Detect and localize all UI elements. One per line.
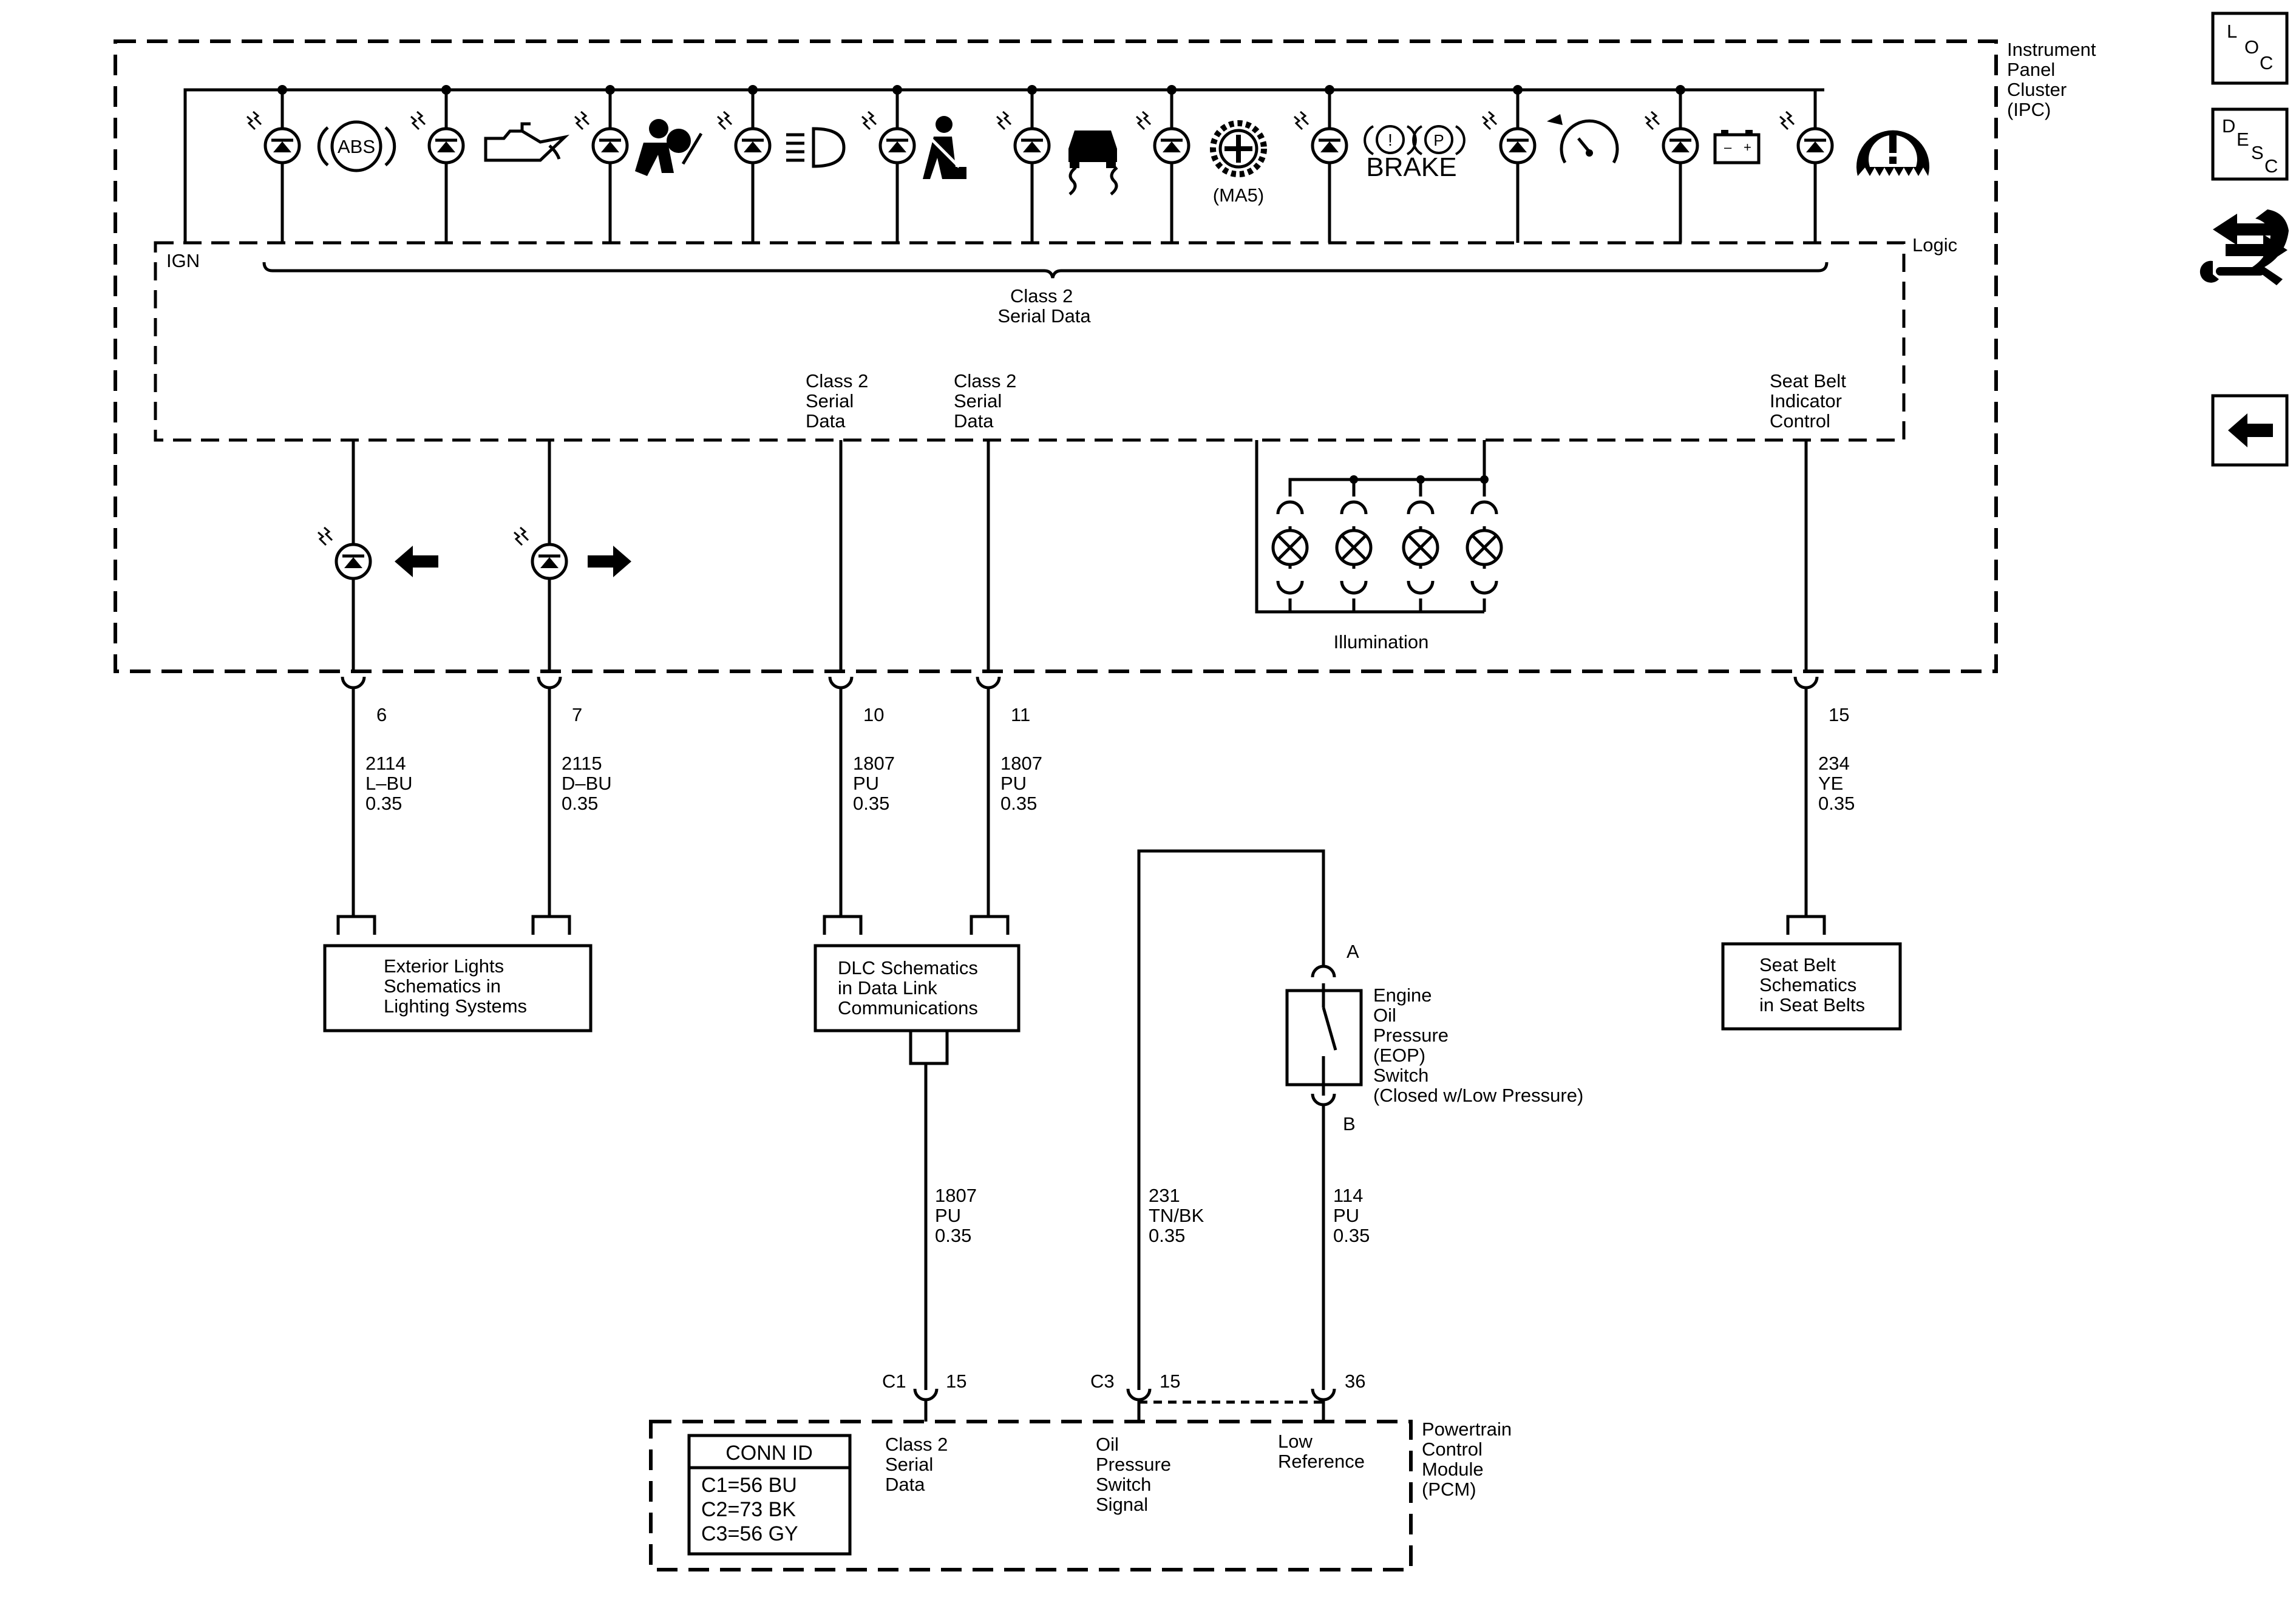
ign-label: IGN bbox=[166, 250, 200, 271]
pin-10: 10 bbox=[863, 704, 884, 725]
svg-text:L: L bbox=[2227, 21, 2237, 42]
svg-text:(MA5): (MA5) bbox=[1213, 185, 1264, 206]
svg-text:C: C bbox=[2260, 52, 2273, 73]
airbag-icon bbox=[635, 119, 703, 176]
tire-pressure-icon bbox=[1856, 130, 1930, 176]
left-turn-indicator bbox=[318, 527, 370, 578]
svg-text:E: E bbox=[2237, 129, 2249, 150]
loc-button[interactable]: L O C bbox=[2211, 12, 2289, 85]
illumination-bulbs: Illumination bbox=[1255, 440, 1501, 653]
abs-icon: ABS bbox=[317, 120, 396, 172]
eop-switch: A B Engine Oil Pressure (EOP) Switch (Cl… bbox=[1137, 849, 1583, 1390]
pin-15: 15 bbox=[1829, 704, 1849, 725]
ipc-serial-data-label-10: Class 2 Serial Data bbox=[806, 370, 874, 432]
brake-warning-icon: ! P BRAKE bbox=[1364, 125, 1466, 182]
pcm-pin-c3-15: 15 bbox=[1160, 1371, 1180, 1392]
desc-button[interactable]: D E S C bbox=[2211, 107, 2289, 181]
pcm-module: C1 15 C3 15 36 Powertrain Control Module… bbox=[649, 1371, 1517, 1571]
eop-switch-label: Engine Oil Pressure (EOP) Switch (Closed… bbox=[1373, 985, 1583, 1106]
svg-text:D: D bbox=[2222, 115, 2235, 137]
ipc-title: Instrument Panel Cluster (IPC) bbox=[2007, 39, 2101, 120]
indicator-row bbox=[247, 85, 1832, 243]
oil-can-icon bbox=[484, 122, 569, 162]
eop-pin-a: A bbox=[1347, 941, 1359, 962]
svg-text:P: P bbox=[1433, 131, 1444, 149]
pcm-conn-c3: C3 bbox=[1090, 1371, 1115, 1392]
illumination-label: Illumination bbox=[1334, 631, 1429, 653]
svg-text:ABS: ABS bbox=[338, 136, 375, 157]
logic-label: Logic bbox=[1912, 234, 1957, 256]
back-arrow-icon bbox=[2228, 413, 2273, 447]
svg-text:+: + bbox=[1744, 140, 1751, 155]
headlamp-icon bbox=[786, 127, 846, 168]
pcm-pin-c1-15: 15 bbox=[946, 1371, 966, 1392]
svg-text:!: ! bbox=[1388, 131, 1393, 149]
traction-control-icon bbox=[1068, 131, 1118, 195]
svg-text:BRAKE: BRAKE bbox=[1366, 152, 1456, 182]
svg-text:C: C bbox=[2264, 155, 2278, 177]
right-turn-indicator bbox=[514, 527, 566, 578]
svg-text:CONN ID: CONN ID bbox=[725, 1442, 813, 1465]
back-button[interactable] bbox=[2211, 394, 2289, 467]
left-arrow-icon bbox=[395, 546, 438, 577]
battery-icon: – + bbox=[1713, 130, 1761, 164]
ipc-connector-pins: 6 7 10 11 15 bbox=[342, 677, 1849, 915]
pcm-title: Powertrain Control Module (PCM) bbox=[1422, 1419, 1517, 1500]
connector-tool-icon[interactable] bbox=[2199, 209, 2289, 285]
cruise-speedometer-icon bbox=[1547, 114, 1619, 164]
svg-text:O: O bbox=[2244, 36, 2259, 58]
ipc-logic-block bbox=[154, 241, 1906, 442]
ipc-module: Instrument Panel Cluster (IPC) Logic IGN bbox=[114, 39, 2101, 673]
seatbelt-icon bbox=[923, 116, 966, 179]
right-arrow-icon bbox=[588, 546, 631, 577]
pcm-conn-c1: C1 bbox=[882, 1371, 906, 1392]
svg-text:S: S bbox=[2251, 142, 2264, 163]
ipc-serial-data-label-11: Class 2 Serial Data bbox=[954, 370, 1022, 432]
pin-11: 11 bbox=[1011, 704, 1030, 725]
seatbelt-indicator-control-label: Seat Belt Indicator Control bbox=[1770, 370, 1851, 432]
pin-7: 7 bbox=[572, 704, 582, 725]
class2-bus-label: Class 2 Serial Data bbox=[997, 285, 1091, 327]
pin-6: 6 bbox=[376, 704, 387, 725]
eop-pin-b: B bbox=[1343, 1113, 1356, 1134]
service-gear-icon: (MA5) bbox=[1210, 120, 1267, 206]
svg-text:–: – bbox=[1724, 140, 1732, 155]
pcm-pin-36: 36 bbox=[1345, 1371, 1365, 1392]
